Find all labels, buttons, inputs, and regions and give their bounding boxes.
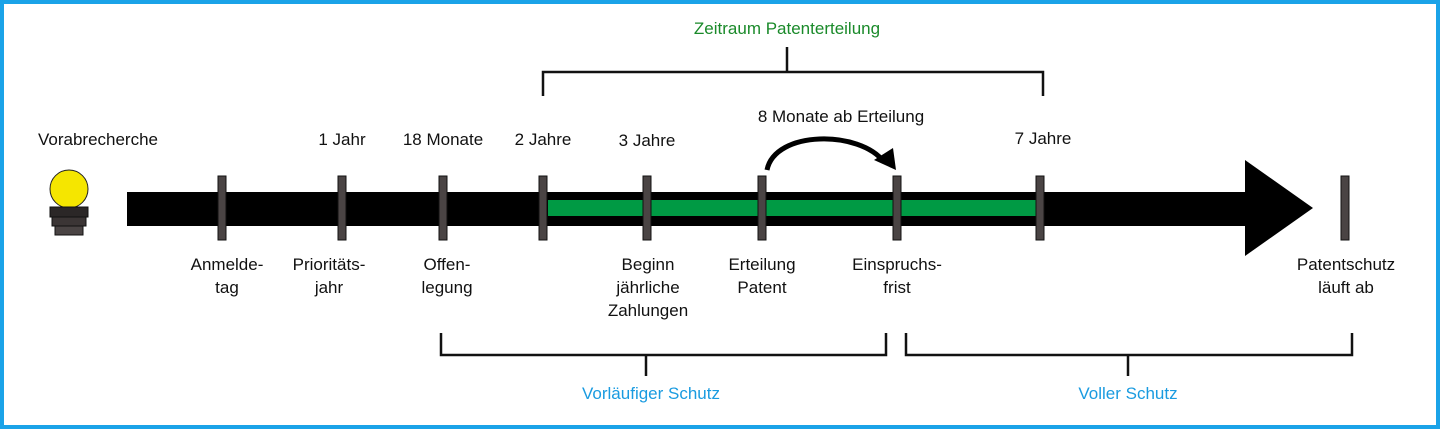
tick-expiry bbox=[1340, 175, 1350, 241]
label-2-years: 2 Jahre bbox=[514, 130, 572, 149]
label-prior-search: Vorabrecherche bbox=[37, 130, 159, 149]
label-7-years: 7 Jahre bbox=[1014, 129, 1072, 148]
tick-filing-day bbox=[217, 175, 227, 241]
label-provisional-protection: Vorläufiger Schutz bbox=[582, 384, 720, 403]
timeline-arrowhead bbox=[1245, 160, 1313, 256]
curved-arrow-icon bbox=[764, 136, 896, 171]
tick-7-years bbox=[1035, 175, 1045, 241]
milestone-filing-day: Anmelde-tag bbox=[190, 255, 264, 297]
milestone-opposition-period: Einspruchs-frist bbox=[852, 255, 942, 297]
tick-1-year bbox=[337, 175, 347, 241]
label-3-years: 3 Jahre bbox=[618, 131, 676, 150]
tick-18-months bbox=[438, 175, 448, 241]
bracket-patent-grant-period bbox=[541, 47, 1045, 96]
lightbulb-icon bbox=[49, 169, 89, 236]
label-patent-grant-period: Zeitraum Patenterteilung bbox=[693, 19, 881, 38]
tick-2-years bbox=[538, 175, 548, 241]
bracket-full-protection bbox=[904, 333, 1354, 376]
bracket-provisional-protection bbox=[439, 333, 888, 376]
label-18-months: 18 Monate bbox=[402, 130, 484, 149]
milestone-publication: Offen-legung bbox=[421, 255, 473, 297]
milestone-priority-year: Prioritäts-jahr bbox=[292, 255, 366, 297]
tick-opposition bbox=[892, 175, 902, 241]
label-full-protection: Voller Schutz bbox=[1078, 384, 1178, 403]
tick-grant bbox=[757, 175, 767, 241]
label-8-months: 8 Monate ab Erteilung bbox=[757, 107, 925, 126]
label-1-year: 1 Jahr bbox=[318, 130, 366, 149]
grant-period-band bbox=[548, 200, 1036, 216]
tick-3-years bbox=[642, 175, 652, 241]
